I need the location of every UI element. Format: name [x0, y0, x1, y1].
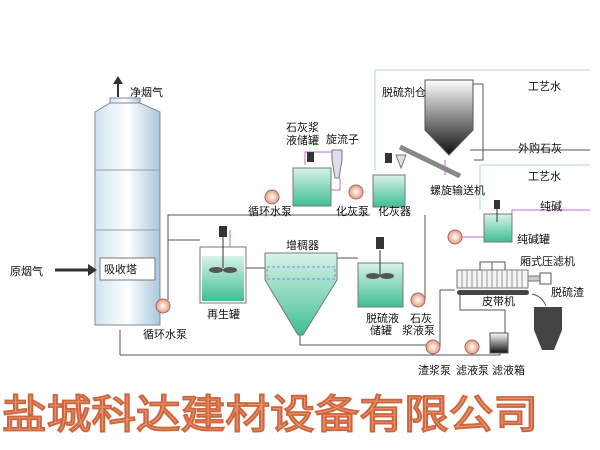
desulf-tank-label-1: 脱硫液 [366, 311, 399, 325]
lime-pump-label-2: 浆液泵 [402, 323, 435, 337]
absorber-tower [55, 76, 161, 326]
slaker-pump-icon [348, 184, 364, 200]
desulf-tank-label-2: 储罐 [370, 323, 392, 337]
screw-conveyor [398, 144, 462, 179]
process-water-label-2: 工艺水 [528, 170, 561, 183]
lime-pump-label-1: 石灰 [410, 311, 432, 325]
slaker-label: 化灰器 [378, 204, 411, 218]
slaker [372, 153, 407, 208]
filtrate-pump-label: 滤液泵 [456, 363, 489, 377]
bucket-elevator [473, 83, 484, 161]
desulf-liquid-tank [357, 237, 404, 308]
filter-press [456, 261, 552, 295]
circ-pump-icon [155, 298, 171, 314]
lime-tank-label-1: 石灰浆 [286, 120, 319, 134]
cyclone [331, 149, 343, 179]
cyclone-label: 旋流子 [326, 132, 359, 146]
lime-tank-label-2: 液储罐 [286, 133, 319, 147]
belt-conveyor [457, 290, 529, 295]
lime-slurry-pump-icon [410, 292, 426, 308]
slurry-pump-label: 渣浆泵 [418, 363, 451, 377]
motor-icon [376, 237, 384, 249]
company-watermark: 盐城科达建材设备有限公司 [2, 391, 538, 438]
pumps [155, 184, 480, 355]
clean-gas-label: 净烟气 [130, 85, 163, 99]
pipes [60, 69, 590, 356]
belt-label: 皮带机 [482, 294, 515, 308]
slaker-pump-label: 化灰泵 [336, 204, 369, 218]
residue-label: 脱硫渣 [551, 285, 584, 299]
process-water-label-1: 工艺水 [528, 80, 561, 93]
thickener [264, 252, 338, 336]
regen-tank [199, 226, 247, 304]
filtrate-box [489, 332, 509, 354]
silo-label: 脱硫剂仓 [382, 85, 426, 99]
thickener-label: 增稠器 [286, 238, 319, 252]
absorber-label: 吸收塔 [104, 262, 137, 276]
lime-slurry-tank [292, 152, 332, 207]
motor-icon [307, 152, 314, 162]
top-circ-pump-icon [264, 189, 280, 205]
conveyor-label: 螺旋输送机 [430, 183, 485, 197]
soda-tank-label: 纯碱罐 [517, 233, 550, 246]
filtrate-pump-icon [464, 339, 480, 355]
regen-tank-label: 再生罐 [207, 307, 240, 321]
residue-arrow-icon [531, 293, 547, 307]
filter-press-label: 厢式压滤机 [520, 254, 575, 268]
desulfurizer-silo [398, 79, 484, 179]
top-circ-pump-label: 循环水泵 [248, 205, 292, 218]
soda-label: 纯碱 [540, 200, 562, 213]
motor-icon [219, 226, 227, 237]
circ-pump-label: 循环水泵 [143, 328, 187, 341]
raw-gas-label: 原烟气 [10, 264, 43, 278]
residue-hopper [534, 307, 562, 350]
motor-icon [385, 153, 392, 163]
bought-lime-label: 外购石灰 [518, 141, 562, 155]
soda-pump-icon [447, 229, 463, 245]
motor-icon [494, 200, 500, 209]
filtrate-box-label: 滤液箱 [492, 363, 525, 377]
soda-tank [483, 200, 513, 243]
slurry-pump-icon [425, 339, 441, 355]
